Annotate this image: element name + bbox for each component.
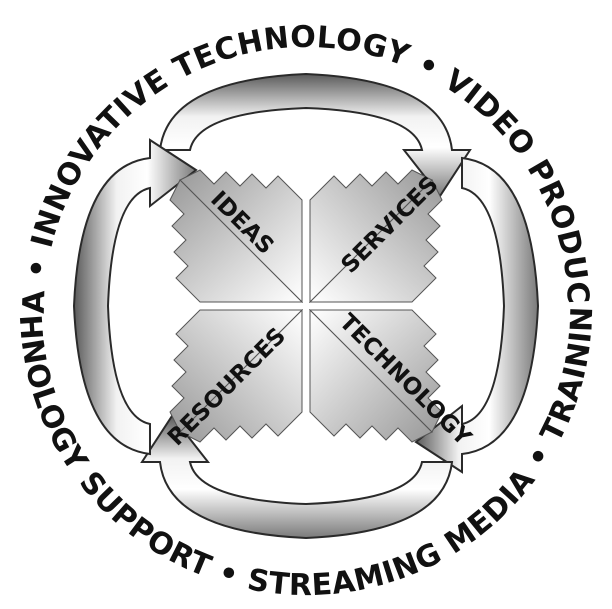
stepped-arrow-top-left	[169, 169, 304, 304]
curved-arrow-bottom	[140, 414, 454, 540]
curved-arrow-left	[72, 138, 198, 456]
stepped-arrow-bottom-left	[169, 308, 304, 443]
stepped-arrow-top-right	[308, 169, 443, 304]
stepped-arrow-bottom-right	[308, 308, 443, 443]
curved-arrow-right	[414, 156, 540, 474]
curved-arrow-top	[158, 72, 472, 198]
